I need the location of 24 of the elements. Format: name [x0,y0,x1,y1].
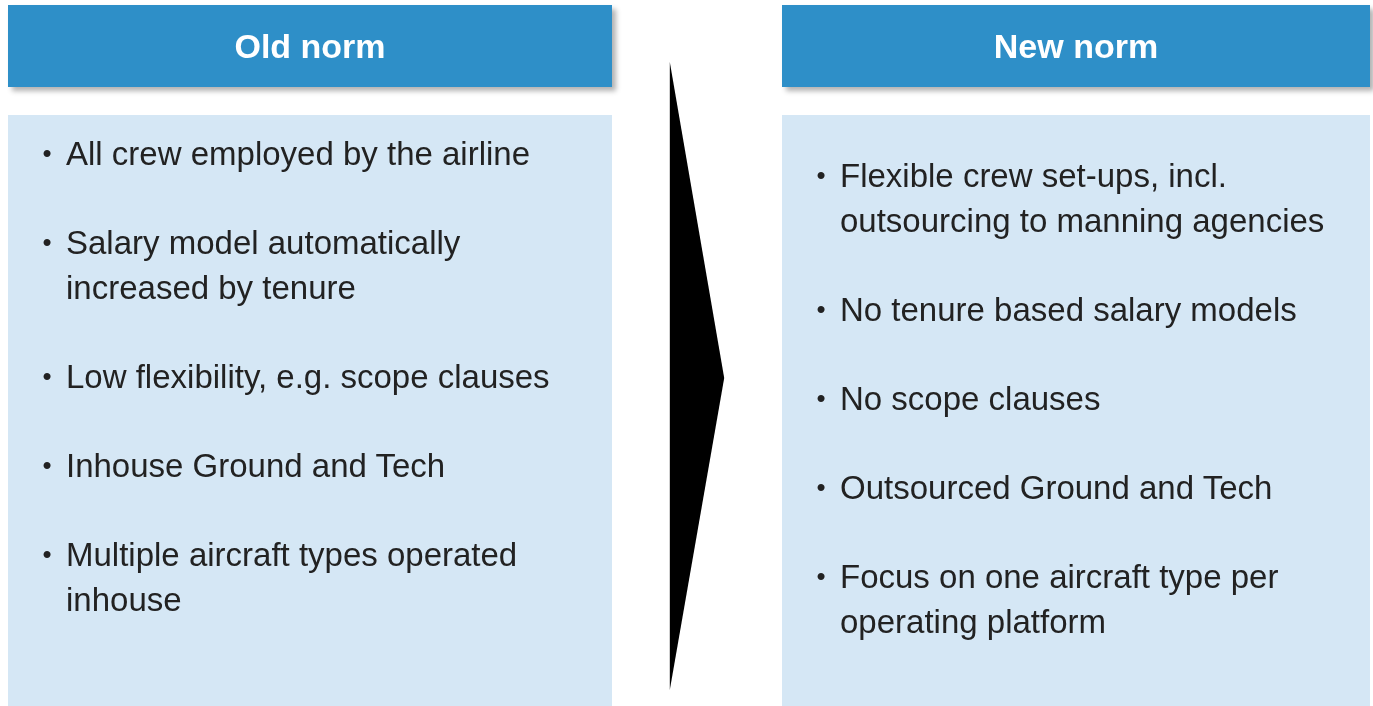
bullet-marker: • [815,293,827,326]
bullet-text: Salary model automatically increased by tenure [66,223,462,308]
column-header: Old norm [8,5,612,87]
bullet-marker: • [41,137,53,170]
column-header: New norm [782,5,1370,87]
bullet-text: All crew employed by the airline [66,134,531,174]
list-panel [782,115,1370,706]
bullet-text: No tenure based salary models [840,290,1297,330]
bullet-marker: • [815,382,827,415]
bullet-marker: • [41,449,53,482]
bullet-text: Focus on one aircraft type per operating platform [840,557,1280,642]
bullet-text: Inhouse Ground and Tech [66,446,446,486]
bullet-marker: • [41,538,53,571]
bullet-marker: • [815,471,827,504]
bullet-marker: • [41,226,53,259]
bullet-marker: • [815,159,827,192]
bullet-marker: • [815,560,827,593]
bullet-text: Multiple aircraft types operated inhouse [66,535,519,620]
bullet-marker: • [41,360,53,393]
bullet-text: Flexible crew set-ups, incl. outsourcing to manning agencies [840,156,1326,241]
bullet-text: No scope clauses [840,379,1101,419]
bullet-text: Low flexibility, e.g. scope clauses [66,357,550,397]
bullet-text: Outsourced Ground and Tech [840,468,1273,508]
list-panel [8,115,612,706]
